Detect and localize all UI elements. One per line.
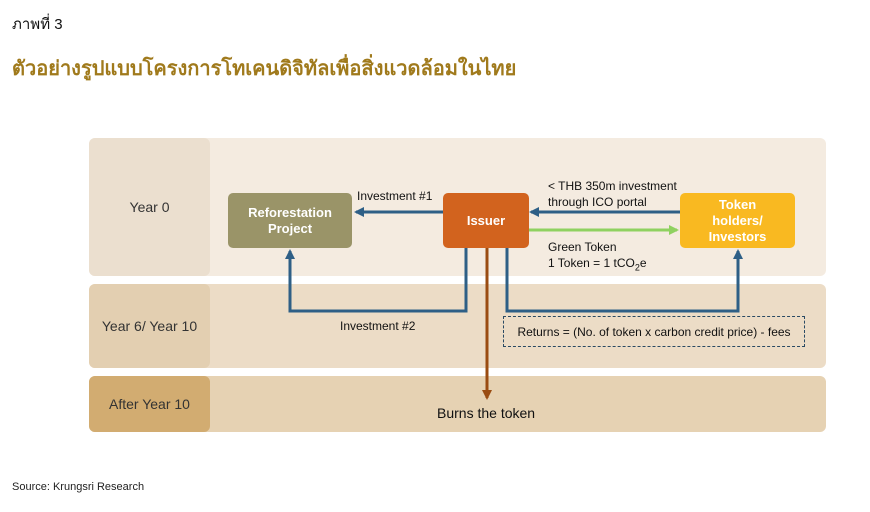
label-green-token: Green Token — [548, 240, 617, 254]
row-label-year-6-10: Year 6/ Year 10 — [89, 284, 210, 368]
label-token-ratio: 1 Token = 1 tCO2e — [548, 256, 647, 272]
row-label-after-year-10: After Year 10 — [89, 376, 210, 432]
returns-formula-box: Returns = (No. of token x carbon credit … — [503, 316, 805, 347]
arrow-returns — [505, 248, 743, 313]
figure-title: ตัวอย่างรูปแบบโครงการโทเคนดิจิทัลเพื่อสิ… — [12, 58, 517, 80]
label-investment-1: Investment #1 — [357, 189, 433, 203]
band-after-year-10 — [89, 376, 826, 432]
token-ratio-main: 1 Token = 1 tCO — [548, 256, 635, 270]
row-label-year-0: Year 0 — [89, 138, 210, 276]
source-note: Source: Krungsri Research — [12, 481, 145, 493]
node-token-holders-investors: Token holders/ Investors — [680, 193, 795, 248]
band-year-6-10 — [89, 284, 826, 368]
label-ico-line-1: < THB 350m investment — [548, 179, 677, 193]
figure-label: ภาพที่ 3 — [12, 16, 63, 33]
node-issuer: Issuer — [443, 193, 529, 248]
label-ico-line-2: through ICO portal — [548, 195, 647, 209]
token-ratio-suffix: e — [639, 256, 647, 270]
label-investment-2: Investment #2 — [340, 319, 416, 333]
node-reforestation-project: Reforestation Project — [228, 193, 352, 248]
token-ratio-subscript: 2 — [634, 262, 640, 273]
label-burns-token: Burns the token — [437, 405, 536, 421]
arrow-investment-2 — [285, 248, 468, 313]
